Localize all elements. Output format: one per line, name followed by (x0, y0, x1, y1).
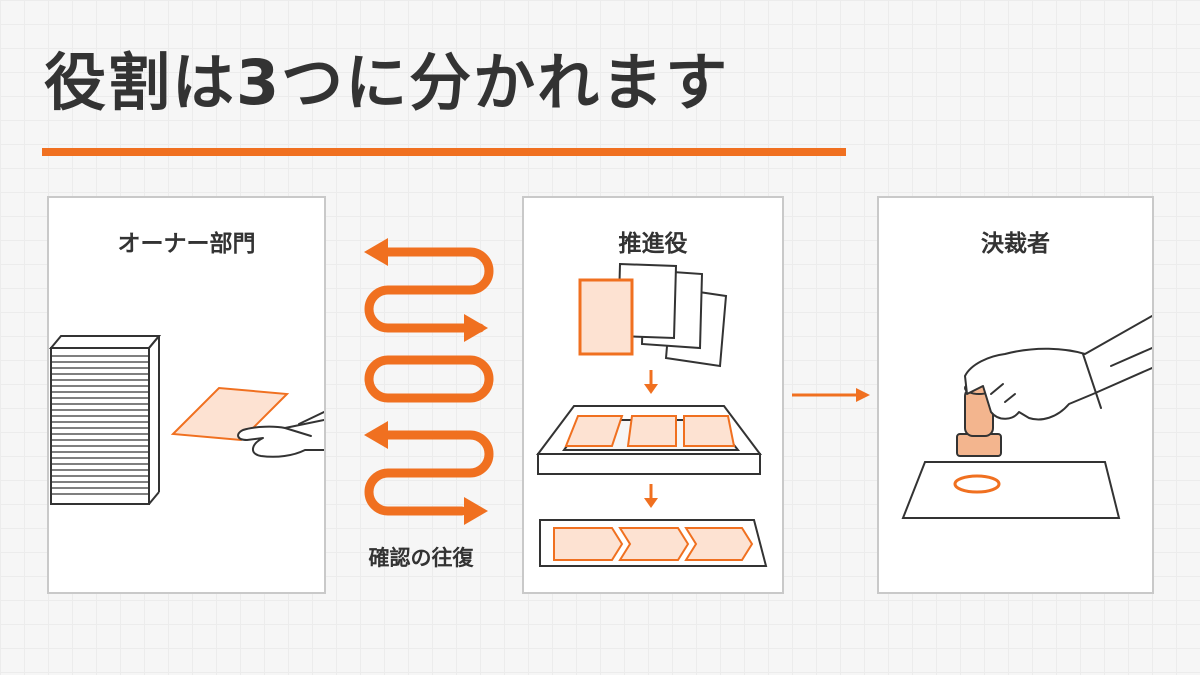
hand-icon (237, 411, 324, 458)
stamp-mark (953, 474, 1001, 494)
card-deck-icon (578, 262, 728, 368)
decider-illustration (901, 315, 1152, 519)
down-arrow-2 (644, 484, 658, 508)
hand-icon (964, 315, 1152, 421)
title-underline (42, 148, 846, 156)
handed-sheet (170, 386, 290, 442)
panel-title-owner: オーナー部門 (117, 231, 256, 257)
tray-icon (536, 405, 762, 475)
panel-title-decider: 決裁者 (981, 231, 1050, 257)
document-sheet (901, 461, 1121, 519)
owner-illustration (49, 335, 324, 505)
down-arrow-1 (644, 370, 658, 394)
page-title: 役割は3つに分かれます (44, 46, 730, 119)
promoter-illustration (536, 262, 768, 567)
paper-stack-icon (49, 335, 162, 505)
loop-label: 確認の往復 (368, 546, 474, 570)
panel-title-promoter: 推進役 (618, 231, 688, 257)
process-flow-icon (539, 519, 768, 567)
panel-promoter: 推進役 (522, 196, 784, 594)
panel-decider: 決裁者 (877, 196, 1154, 594)
panel-owner-department: オーナー部門 (47, 196, 326, 594)
